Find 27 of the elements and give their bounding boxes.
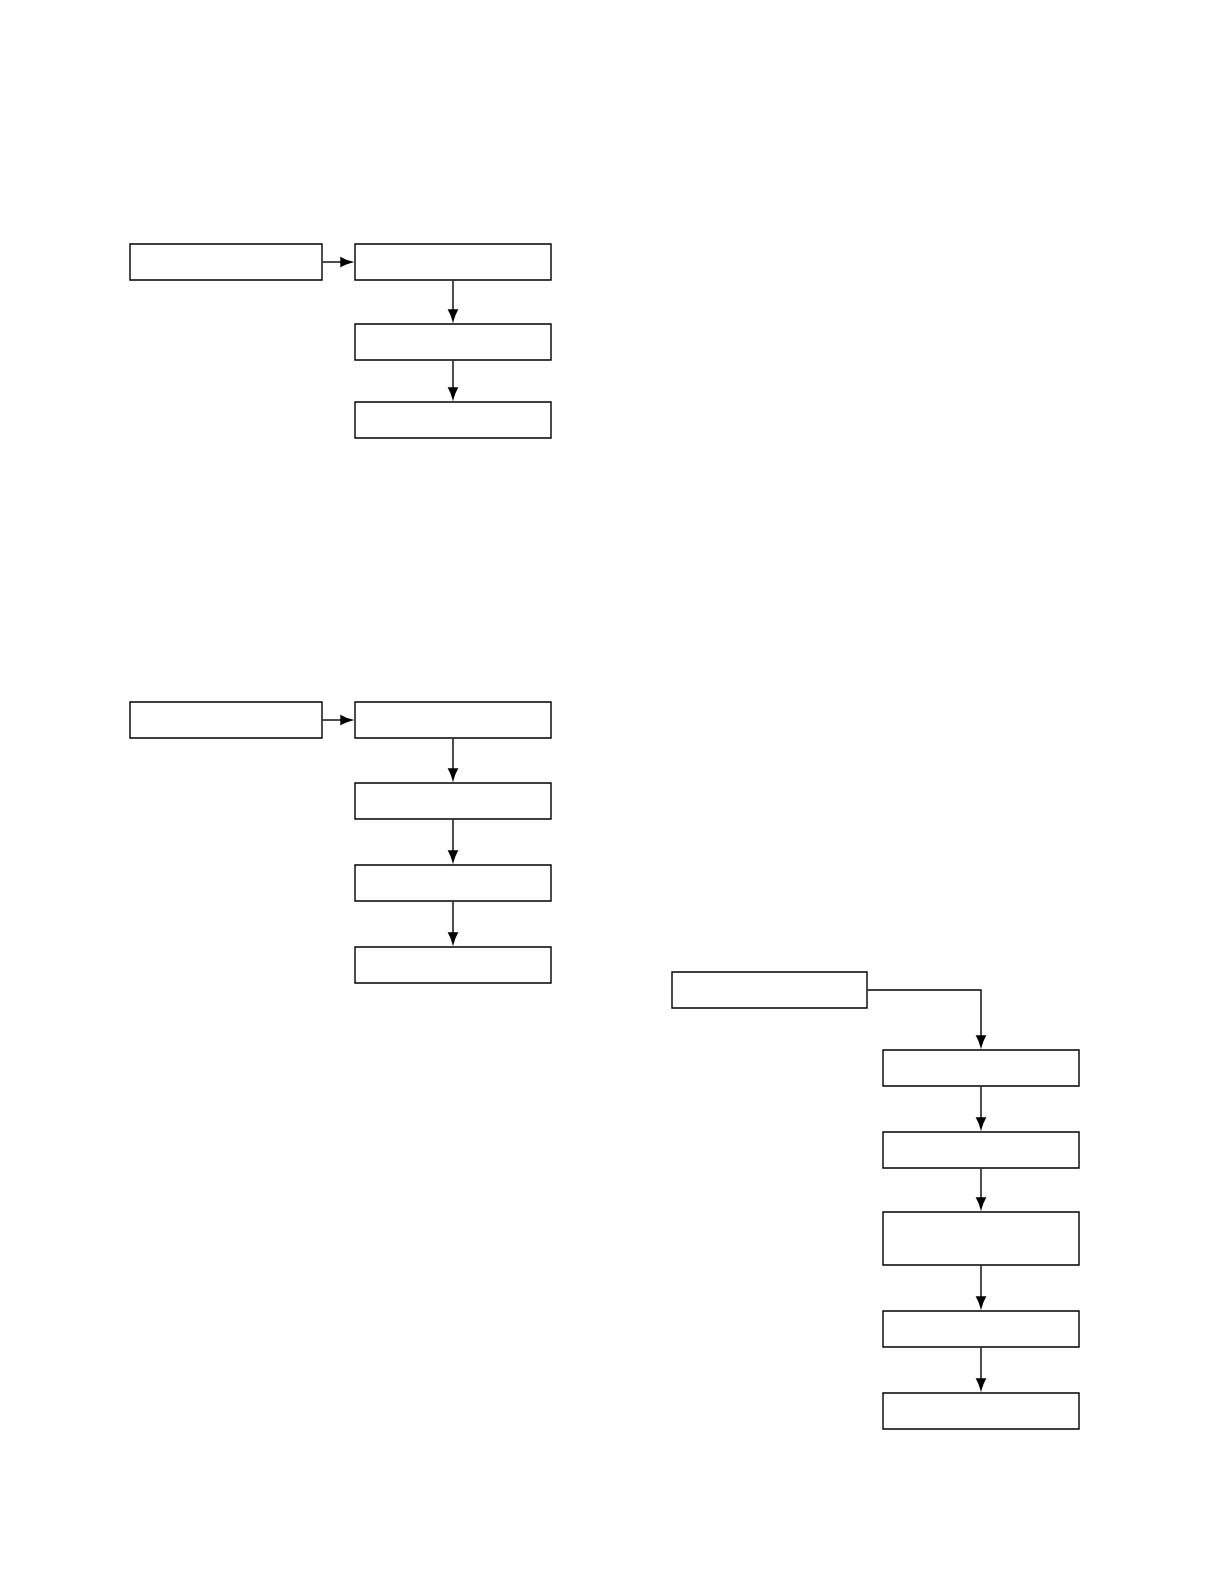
process-box [354, 864, 552, 902]
process-box [882, 1392, 1080, 1430]
arrow [448, 280, 458, 322]
process-box [882, 1049, 1080, 1087]
process-box [882, 1310, 1080, 1348]
process-box [882, 1131, 1080, 1169]
arrow [448, 901, 458, 945]
arrow [976, 1086, 986, 1130]
process-box [354, 782, 552, 820]
arrow [976, 1347, 986, 1391]
arrow [448, 738, 458, 781]
process-box [354, 323, 552, 361]
process-box [671, 971, 868, 1009]
process-box [882, 1211, 1080, 1266]
process-box [354, 243, 552, 281]
arrow [976, 1265, 986, 1309]
process-box [129, 243, 323, 281]
arrow [448, 819, 458, 863]
process-box [354, 946, 552, 984]
arrow [867, 989, 986, 1048]
arrow [448, 360, 458, 400]
process-box [354, 401, 552, 439]
arrow [322, 257, 353, 267]
arrow [322, 715, 353, 725]
process-box [129, 701, 323, 739]
process-box [354, 701, 552, 739]
arrow [976, 1168, 986, 1210]
